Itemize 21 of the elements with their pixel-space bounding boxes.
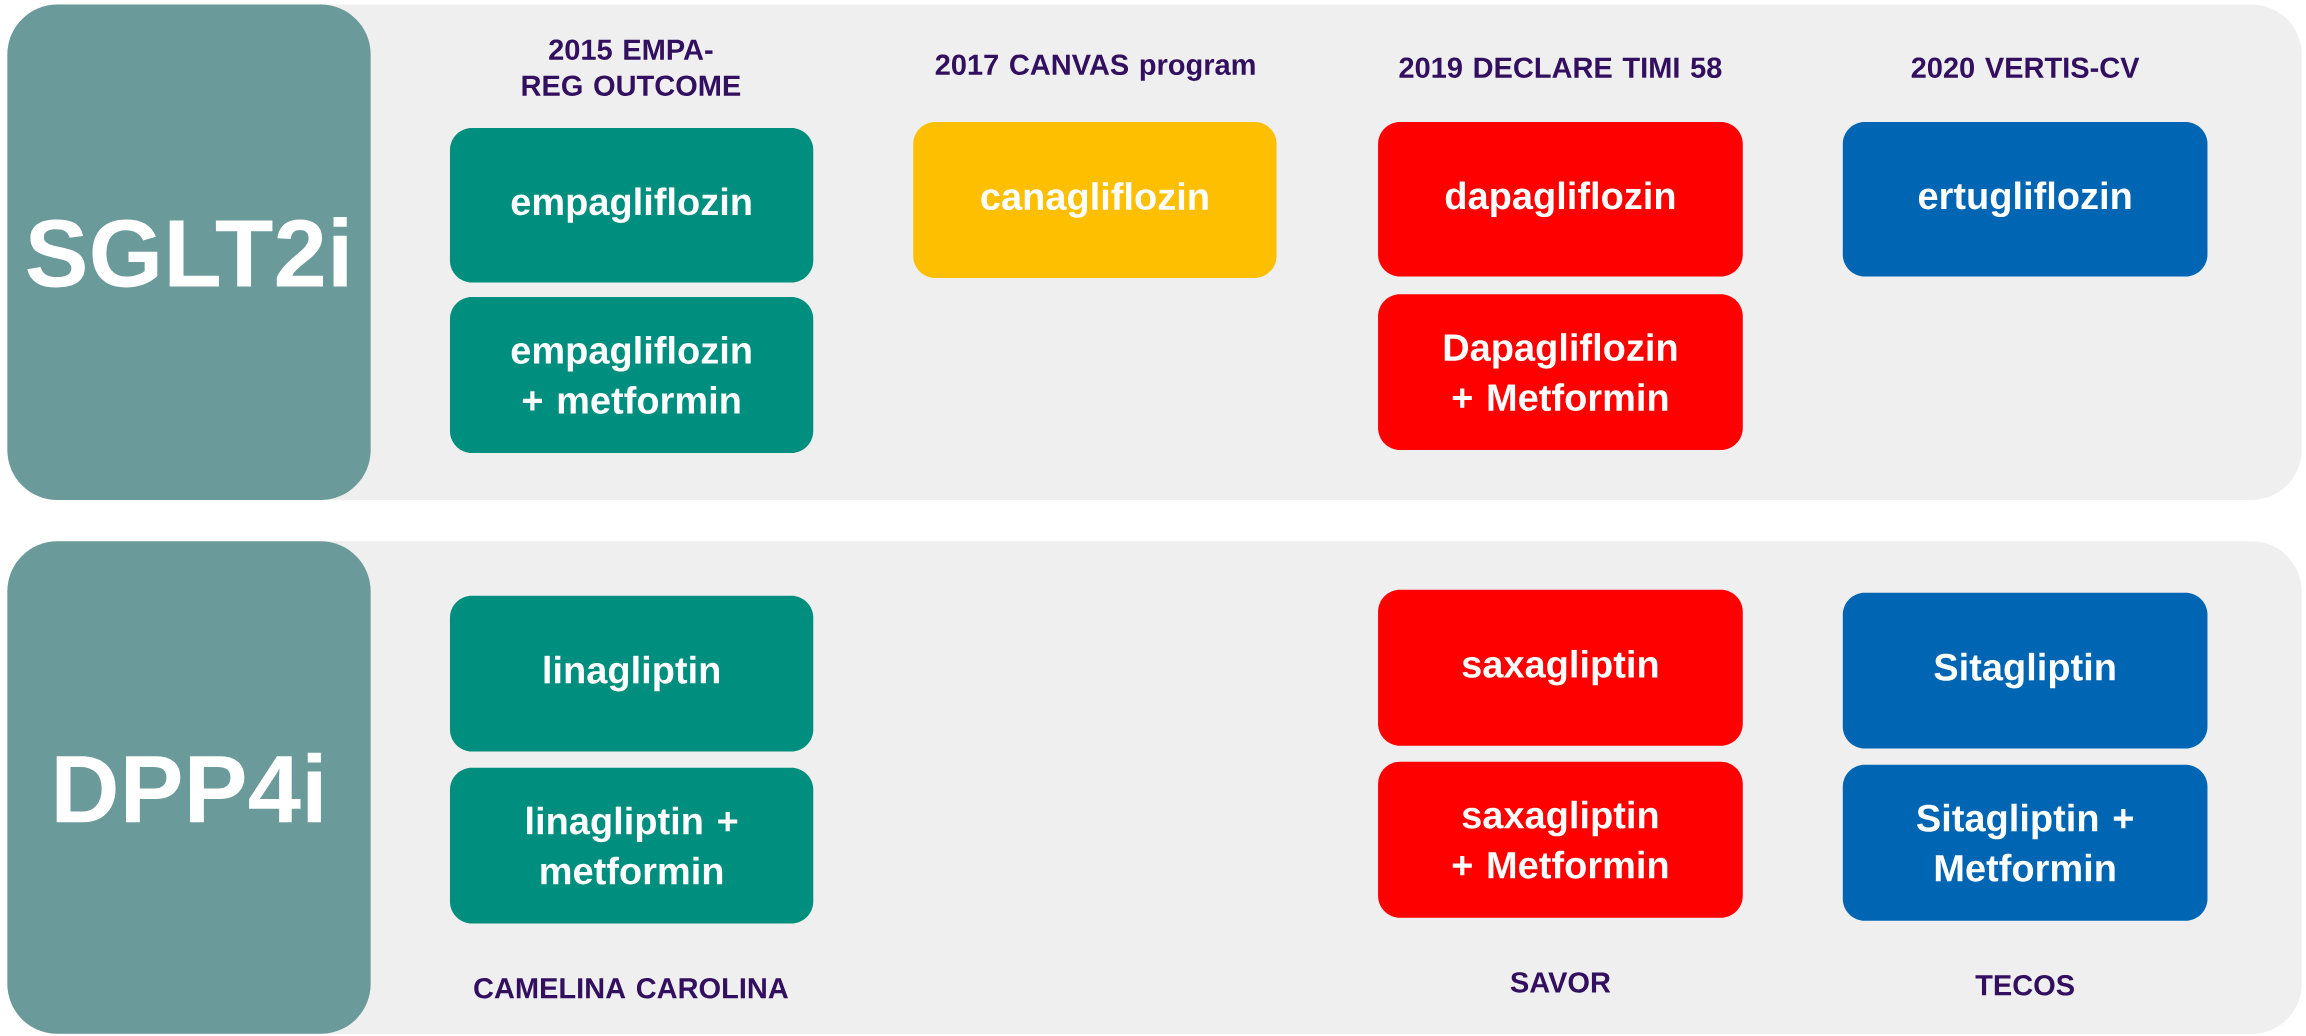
trial-name: CAMELINA CAROLINA (474, 978, 788, 999)
trial-name: SAVOR (1510, 972, 1611, 993)
heading-text: 2019 DECLARE TIMI 58 (1399, 57, 1722, 78)
class-label-box: SGLT2i (7, 4, 371, 500)
drug-box: linagliptin (449, 595, 814, 752)
drug-box: Sitagliptin + Metformin (1842, 764, 2208, 921)
drug-box: canagliflozin (913, 122, 1277, 278)
drug-box: dapagliflozin (1378, 122, 1743, 277)
heading-text: 2015 EMPA-REG OUTCOME (522, 39, 741, 96)
drug-box: ertugliflozin (1842, 122, 2208, 277)
drug-box: Dapagliflozin + Metformin (1378, 294, 1743, 451)
drug-box: empagliflozin + metformin (449, 297, 814, 453)
heading-text: 2017 CANVAS program (935, 54, 1255, 81)
heading-text: 2020 VERTIS-CV (1911, 57, 2140, 78)
drug-box: linagliptin + metformin (449, 767, 814, 924)
drug-box: saxagliptin (1378, 589, 1743, 746)
class-label-box: DPP4i (7, 541, 371, 1034)
drug-box: empagliflozin (449, 128, 814, 283)
trial-name: TECOS (1975, 975, 2074, 996)
drug-box: Sitagliptin (1842, 592, 2208, 749)
drug-box: saxagliptin + Metformin (1378, 761, 1743, 918)
